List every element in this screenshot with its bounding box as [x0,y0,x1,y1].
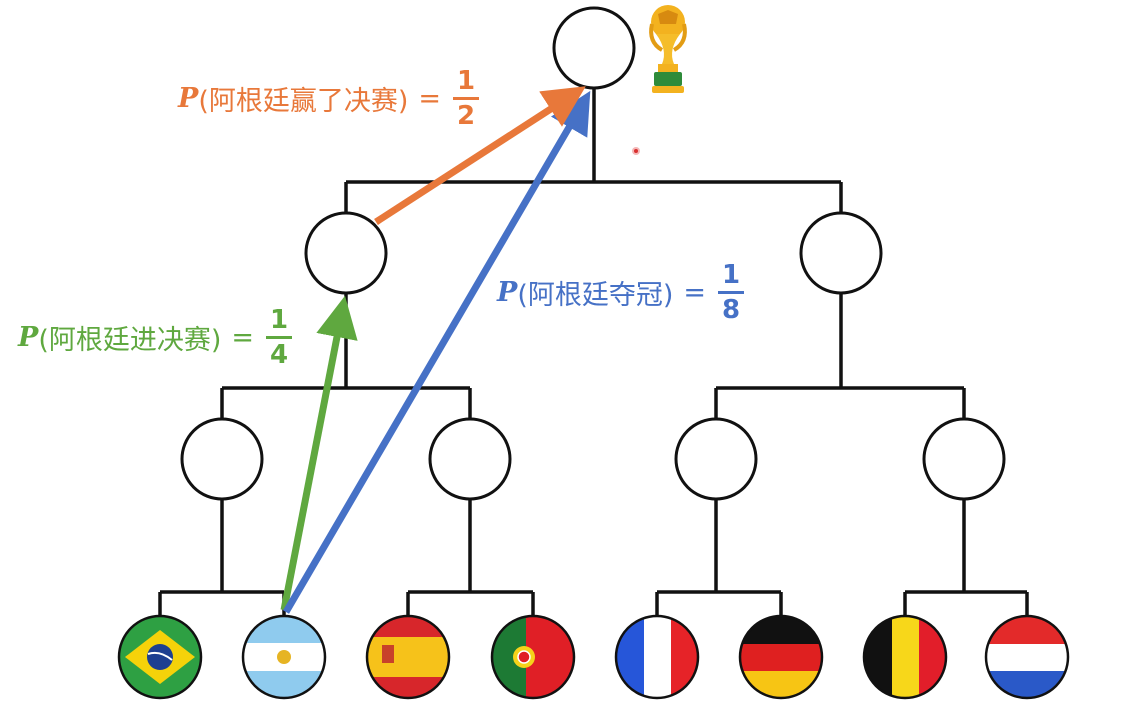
semifinal-node-left [304,211,388,295]
champion-fraction: 1 8 [718,262,745,323]
spain-flag-icon [367,616,449,698]
argentina-flag-icon [243,616,325,698]
semi-fraction: 1 4 [266,307,293,368]
quarterfinal-node-4 [922,417,1006,501]
netherlands-flag-icon [986,616,1068,698]
portugal-flag-icon [492,616,574,698]
final-label-text: (阿根廷赢了决赛) [198,86,409,117]
quarterfinal-node-3 [674,417,758,501]
france-flag-icon [616,616,698,698]
world-cup-trophy-icon [649,5,687,93]
final-fraction: 1 2 [453,68,480,129]
champion-label-text: (阿根廷夺冠) [517,280,674,311]
brazil-flag-icon [119,616,201,698]
team-flags [117,614,1070,700]
quarterfinal-node-2 [428,417,512,501]
reach-final-probability-label: P (阿根廷进决赛) = 1 4 [18,307,293,368]
quarterfinal-node-1 [180,417,264,501]
semifinal-arrow [280,295,358,611]
final-node [552,6,636,90]
champion-probability-label: P (阿根廷夺冠) = 1 8 [497,262,745,323]
semifinal-node-right [799,211,883,295]
bracket-lines [158,88,1029,616]
semi-label-text: (阿根廷进决赛) [38,325,222,356]
final-win-probability-label: P (阿根廷赢了决赛) = 1 2 [178,68,480,129]
final-arrow [374,86,586,225]
champion-arrow [282,90,591,614]
